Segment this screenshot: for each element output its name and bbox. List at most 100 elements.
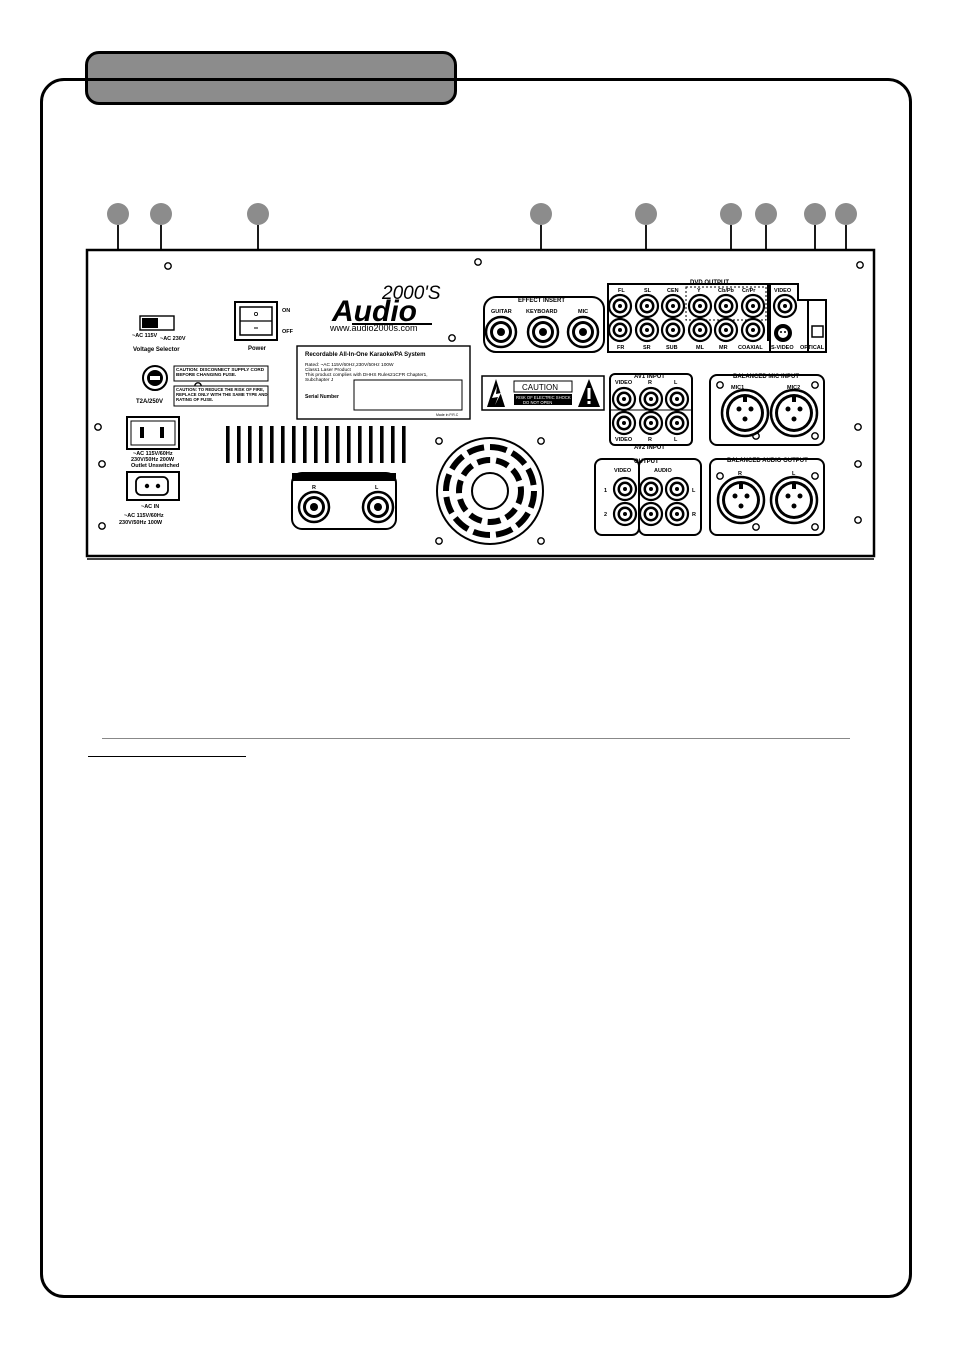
balanced-r-xlr-jack[interactable]: [716, 475, 766, 525]
effect-insert-group: EFFECT INSERT GUITAR KEYBOARD MIC: [483, 296, 605, 353]
callout-markers: [107, 203, 857, 225]
voltage-selector-title: Voltage Selector: [133, 347, 180, 353]
label-plate-line-4: Subchapter J: [305, 377, 334, 383]
label-plate: Recordable All-In-One Karaoke/PA System …: [296, 345, 471, 420]
av2-input-title: AV2 INPUT: [634, 445, 665, 451]
ac-outlet[interactable]: [126, 416, 180, 450]
av2-l-jack[interactable]: [664, 410, 690, 436]
av1-l-label: L: [674, 380, 678, 386]
dvd-output-title: DVD OUTPUT: [690, 280, 729, 286]
svideo-label: S-VIDEO: [771, 345, 794, 351]
dvd-fr-jack[interactable]: [607, 317, 633, 343]
speaker-l-terminal[interactable]: [361, 490, 395, 524]
serial-number-label: Serial Number: [305, 394, 339, 400]
mic1-xlr-jack[interactable]: [720, 388, 770, 438]
ac-in-rating-2: 230V/50Hz 100W: [119, 520, 163, 526]
svg-text:Audio: Audio: [331, 295, 417, 328]
keyboard-label: KEYBOARD: [526, 309, 558, 315]
effect-mic-jack[interactable]: [566, 315, 600, 349]
ac-inlet[interactable]: [126, 471, 180, 501]
fan-grill: [435, 437, 545, 545]
balanced-l-xlr-jack[interactable]: [769, 475, 819, 525]
ac-in-title: ~AC IN: [141, 504, 159, 510]
av1-input-title: AV1 INPUT: [634, 374, 665, 380]
dvd-sr-jack[interactable]: [634, 317, 660, 343]
dvd-cb-jack[interactable]: [713, 293, 739, 319]
dvd-output-group: DVD OUTPUT FL SL CEN Y Cb/Pb Cr/Pr FR SR…: [607, 280, 777, 353]
output2-video-jack[interactable]: [612, 501, 638, 527]
divider-line: [102, 738, 850, 739]
output2-audio-r-jack[interactable]: [664, 501, 690, 527]
output1-audio-l-jack[interactable]: [638, 476, 664, 502]
brand-logo: 2000'S Audio www.audio2000s.com: [329, 283, 441, 333]
voltage-left-label: ~AC 115V: [132, 333, 158, 339]
output-title: OUTPUT: [634, 459, 659, 465]
speaker-outputs: R L: [291, 472, 397, 530]
guitar-jack[interactable]: [484, 315, 518, 349]
caution-word: CAUTION: [522, 383, 558, 392]
av2-l-label: L: [674, 437, 678, 443]
balanced-mic-input-group: BALANCED MIC INPUT MIC1 MIC2: [709, 374, 825, 446]
dvd-ml-jack[interactable]: [687, 317, 713, 343]
guitar-label: GUITAR: [491, 309, 512, 315]
vent-slots: [226, 426, 406, 463]
dvd-cen-jack[interactable]: [660, 293, 686, 319]
balanced-mic-title: BALANCED MIC INPUT: [733, 374, 799, 380]
av1-video-jack[interactable]: [611, 386, 637, 412]
dvd-cr-jack[interactable]: [740, 293, 766, 319]
label-plate-line-3: This product complies with DHHS Rules21C…: [305, 372, 428, 378]
output-r-label: R: [692, 512, 696, 518]
output1-audio-r-jack[interactable]: [664, 476, 690, 502]
dvd-mr-label: MR: [719, 345, 728, 351]
dvd-sub-jack[interactable]: [660, 317, 686, 343]
video-out-jack[interactable]: [772, 293, 798, 319]
dvd-sl-jack[interactable]: [634, 293, 660, 319]
voltage-right-label: ~AC 230V: [160, 336, 186, 342]
brand-url: www.audio2000s.com: [329, 323, 418, 333]
keyboard-jack[interactable]: [526, 315, 560, 349]
dvd-y-jack[interactable]: [687, 293, 713, 319]
label-plate-title: Recordable All-In-One Karaoke/PA System: [305, 352, 425, 358]
dvd-mr-jack[interactable]: [713, 317, 739, 343]
fuse-holder[interactable]: T2A/250V: [136, 365, 168, 405]
dvd-sub-label: SUB: [666, 345, 678, 351]
dvd-sr-label: SR: [643, 345, 651, 351]
dvd-cb-label: Cb/Pb: [718, 288, 735, 294]
av2-video-jack[interactable]: [611, 410, 637, 436]
optical-port[interactable]: [811, 325, 824, 338]
av2-r-jack[interactable]: [638, 410, 664, 436]
dvd-fl-jack[interactable]: [607, 293, 633, 319]
power-off-label: OFF: [282, 329, 294, 335]
output1-video-jack[interactable]: [612, 476, 638, 502]
output-audio-label: AUDIO: [654, 468, 672, 474]
label-plate-line-2: Class1 Laser Product: [305, 367, 352, 373]
svg-text:2000'S: 2000'S: [381, 283, 441, 304]
speaker-r-label: R: [312, 485, 316, 491]
mic2-xlr-jack[interactable]: [769, 388, 819, 438]
av2-r-label: R: [648, 437, 652, 443]
rear-panel-diagram: ~AC 115V ~AC 230V Voltage Selector T2A/2…: [85, 203, 876, 560]
dvd-coaxial-jack[interactable]: [740, 317, 766, 343]
dvd-fl-label: FL: [618, 288, 625, 294]
fuse-rating: T2A/250V: [136, 399, 163, 405]
output2-audio-l-jack[interactable]: [638, 501, 664, 527]
dvd-sl-label: SL: [644, 288, 652, 294]
balanced-audio-title: BALANCED AUDIO OUTPUT: [727, 458, 808, 464]
dvd-coaxial-label: COAXIAL: [738, 345, 763, 351]
av2-video-label: VIDEO: [615, 437, 633, 443]
video-output-group: VIDEO S-VIDEO OPTICAL: [769, 283, 827, 353]
caution-warning-label: CAUTION RISK OF ELECTRIC SHOCK DO NOT OP…: [481, 375, 605, 411]
speaker-r-terminal[interactable]: [297, 490, 331, 524]
av1-r-jack[interactable]: [638, 386, 664, 412]
power-title: Power: [248, 346, 267, 352]
output-ch1-label: 1: [604, 488, 607, 494]
caution-fire-text: CAUTION: TO REDUCE THE RISK OF FIRE, REP…: [176, 387, 268, 402]
dvd-y-label: Y: [697, 288, 701, 294]
voltage-selector[interactable]: ~AC 115V ~AC 230V Voltage Selector: [132, 315, 186, 353]
caution-fuse-text: CAUTION: DISCONNECT SUPPLY CORD BEFORE C…: [176, 367, 265, 378]
power-on-label: ON: [282, 308, 290, 314]
av1-l-jack[interactable]: [664, 386, 690, 412]
power-switch[interactable]: [234, 301, 278, 341]
av-input-group: AV1 INPUT VIDEO R L VIDEO R L AV2 INPUT: [609, 373, 693, 451]
av1-video-label: VIDEO: [615, 380, 633, 386]
